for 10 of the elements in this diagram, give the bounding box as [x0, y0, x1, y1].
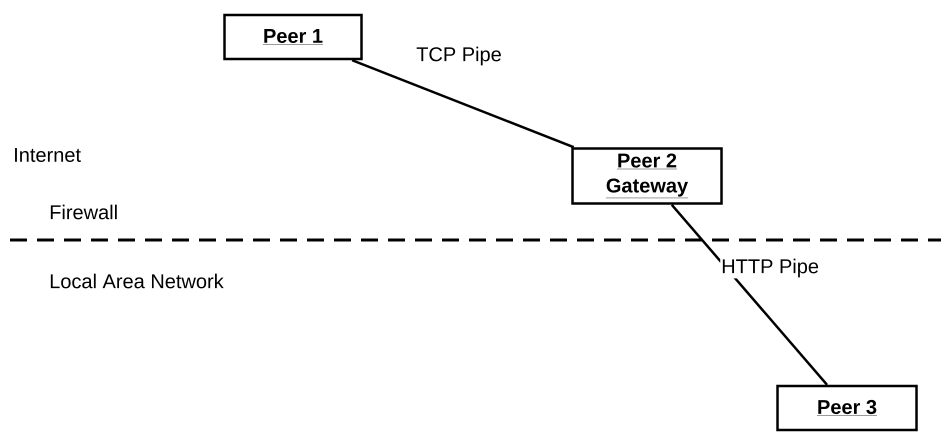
edge-label: HTTP Pipe	[720, 258, 820, 278]
region-label: Local Area Network	[50, 274, 224, 288]
region-label: Firewall	[50, 204, 117, 220]
peer-box: Peer 3	[776, 384, 918, 432]
connector-line	[670, 204, 828, 386]
peer-box: Peer 2 Gateway	[571, 147, 723, 205]
edge-label: TCP Pipe	[415, 46, 503, 66]
region-label: Internet	[15, 148, 81, 162]
connector-line	[352, 59, 574, 148]
peer-box: Peer 1	[223, 14, 363, 60]
